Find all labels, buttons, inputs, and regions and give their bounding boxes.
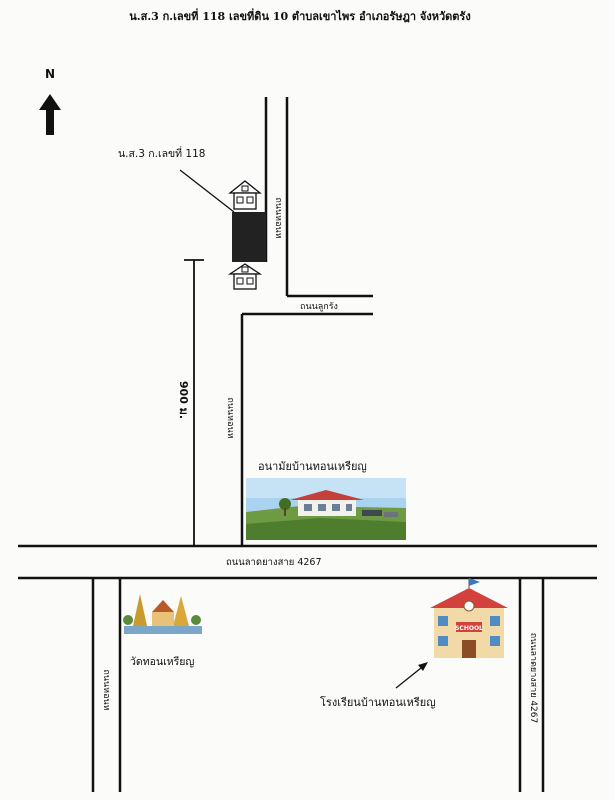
road-label-lower: ถนนหอนห: [225, 397, 235, 438]
north-label: N: [45, 67, 55, 81]
house-icon: [228, 180, 262, 210]
road-label-north: ถนนหอนห: [273, 197, 283, 238]
road-label-east-highway: ถนนลาดยางสาย 4267: [528, 633, 538, 723]
land-plot: [232, 212, 266, 262]
plot-label: น.ส.3 ก.เลขที่ 118: [118, 146, 205, 160]
school-sign: SCHOOL: [455, 625, 483, 632]
map-title: น.ส.3 ก.เลขที่ 118 เลขที่ดิน 10 ตำบลเขาไ…: [129, 8, 470, 23]
health-station-label: อนามัยบ้านทอนเหรียญ: [258, 460, 367, 473]
distance-marker: [184, 259, 204, 546]
distance-label: 900 ม.: [177, 381, 190, 419]
temple-image: [123, 592, 202, 634]
road-network: [18, 97, 597, 792]
road-label-east-branch: ถนนลูกรัง: [300, 302, 338, 312]
school-pointer-arrow-icon: [418, 662, 428, 671]
health-station-image: [246, 478, 406, 540]
school-image: SCHOOL: [430, 578, 508, 658]
road-label-south-left: ถนนหอนห: [101, 669, 111, 710]
north-arrow-icon: [39, 94, 61, 135]
house-icon: [227, 263, 263, 290]
road-label-highway: ถนนลาดยางสาย 4267: [226, 557, 322, 568]
plot-pointer: [179, 169, 235, 213]
school-label: โรงเรียนบ้านทอนเหรียญ: [320, 695, 436, 709]
temple-label: วัดทอนเหรียญ: [130, 655, 194, 668]
